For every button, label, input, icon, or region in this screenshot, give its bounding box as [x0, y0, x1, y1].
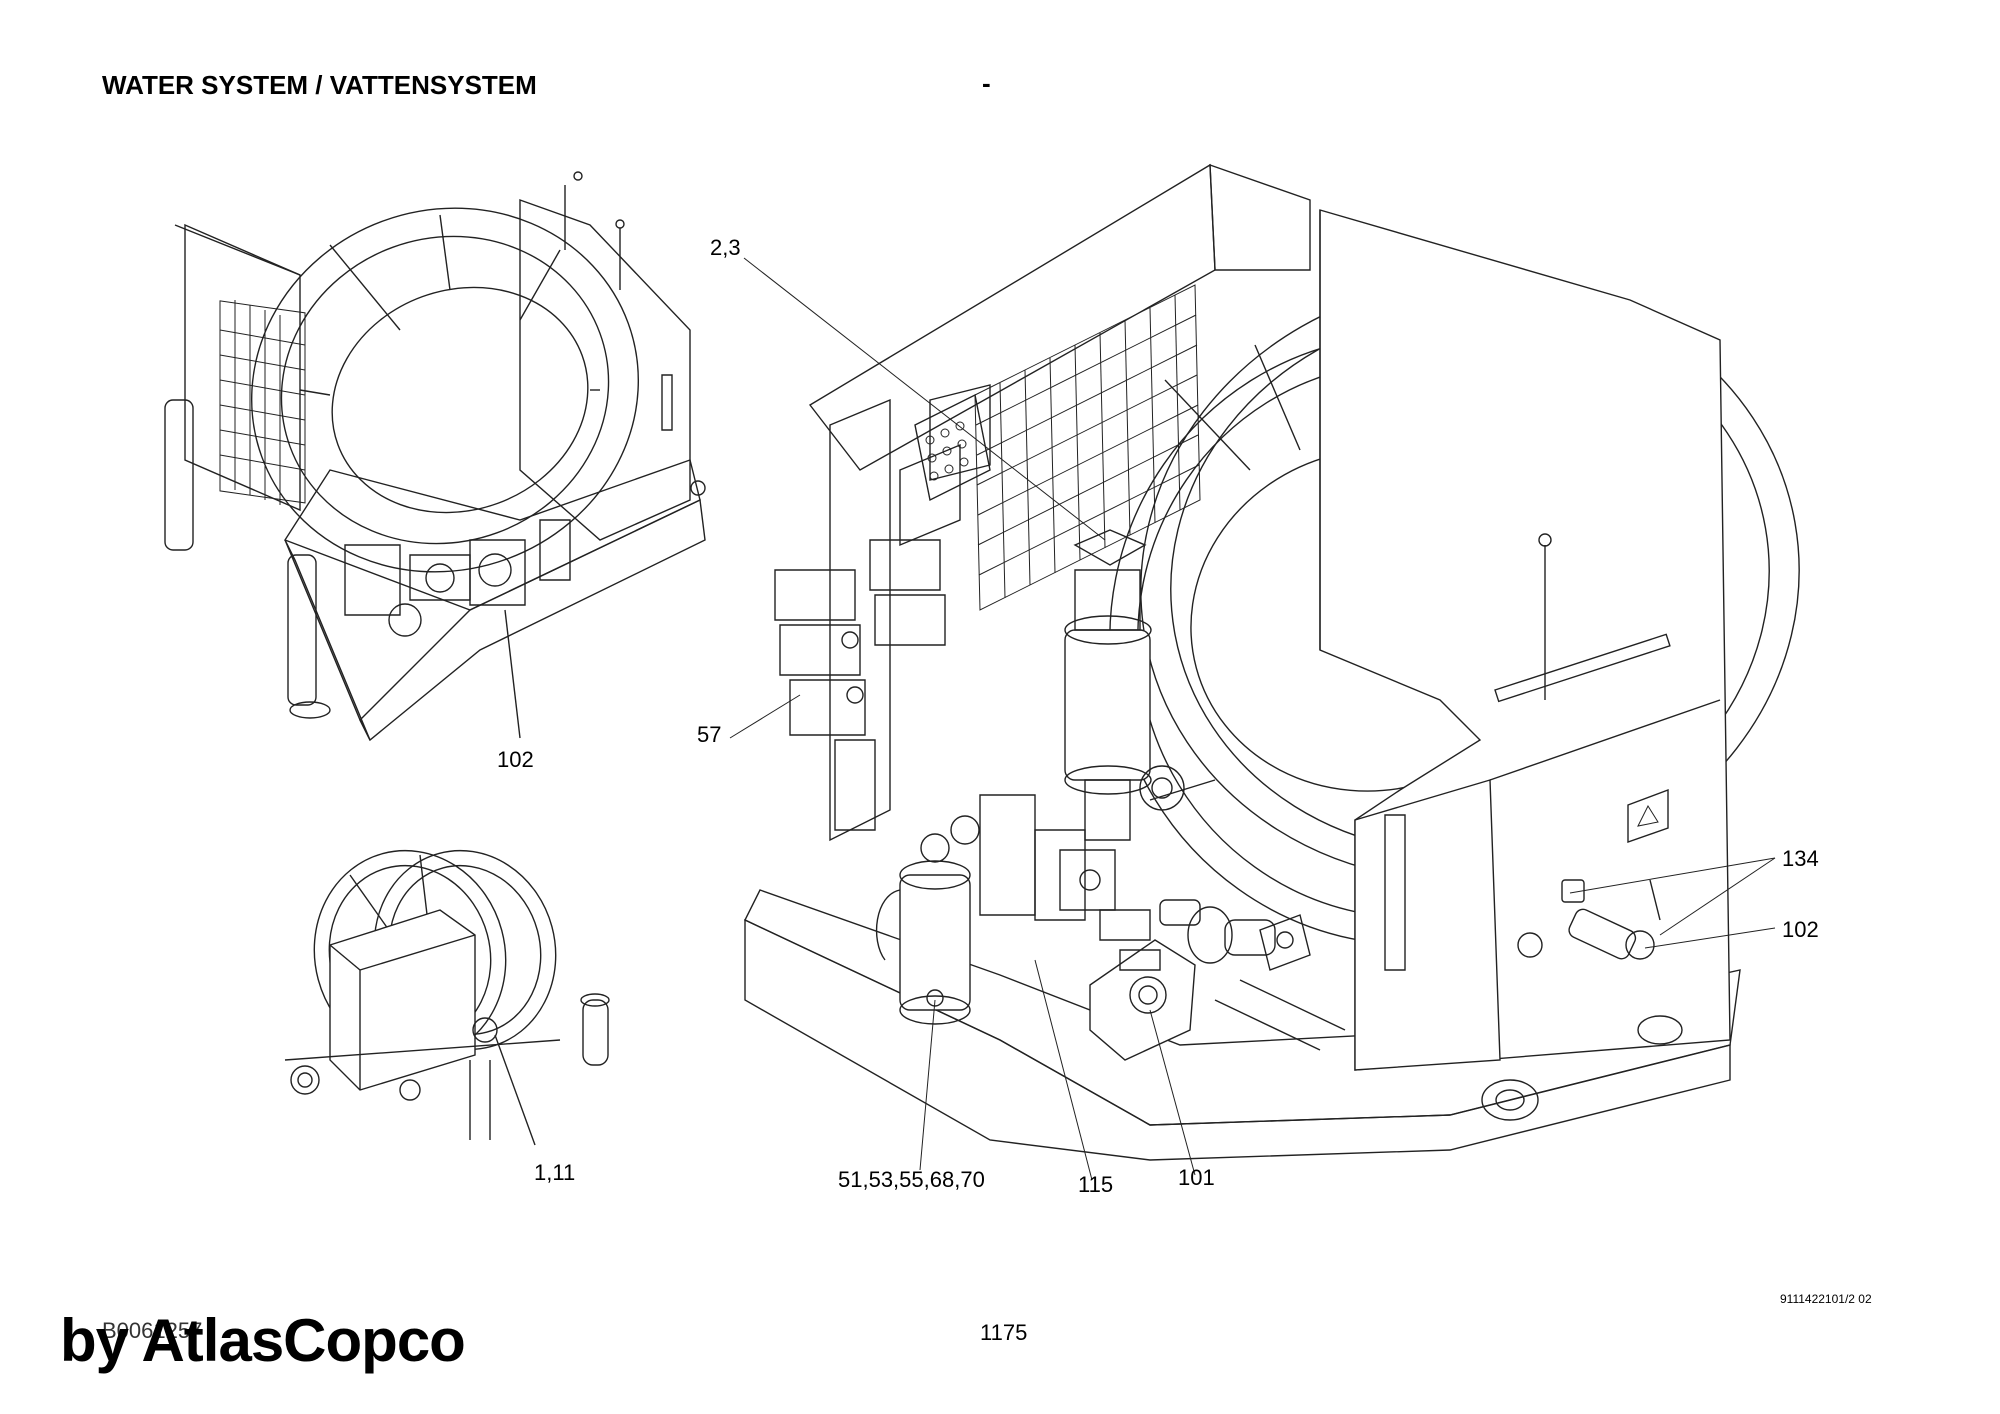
document-number: 9111422101/2 02: [1780, 1292, 1872, 1306]
title-separator: -: [982, 68, 991, 98]
watermark: by AtlasCopco: [60, 1307, 466, 1374]
radiator-grid: [220, 300, 305, 505]
drawing-code: B0061257: [102, 1318, 203, 1343]
callout-101: 101: [1178, 1165, 1215, 1190]
callout-134: 134: [1782, 846, 1819, 871]
valve-block-column: [775, 385, 990, 840]
vertical-pump: [1065, 530, 1151, 840]
callout-102-right: 102: [1782, 917, 1819, 942]
mesh-grid: [975, 285, 1200, 610]
leader-lines: [730, 258, 1775, 1180]
callout-57: 57: [697, 722, 722, 747]
callout-51-53-55-68-70: 51,53,55,68,70: [838, 1167, 985, 1192]
pump-101: [1090, 940, 1195, 1060]
callout-2-3: 2,3: [710, 235, 741, 260]
callout-1-11: 1,11: [534, 1160, 576, 1185]
callout-115: 115: [1078, 1172, 1114, 1197]
pump-cluster-left: [345, 520, 570, 636]
page-title: WATER SYSTEM / VATTENSYSTEM: [102, 70, 537, 100]
pump-assembly: [951, 795, 1150, 940]
bottom-left-reel-view: [285, 829, 609, 1145]
page-number: 1175: [980, 1320, 1028, 1345]
filter-canister: [877, 834, 970, 1024]
top-left-hose-reel-view: [165, 154, 705, 740]
callout-102-left: 102: [497, 747, 534, 772]
main-hose-reel-view: [745, 165, 1847, 1160]
side-slot: [1385, 815, 1405, 970]
